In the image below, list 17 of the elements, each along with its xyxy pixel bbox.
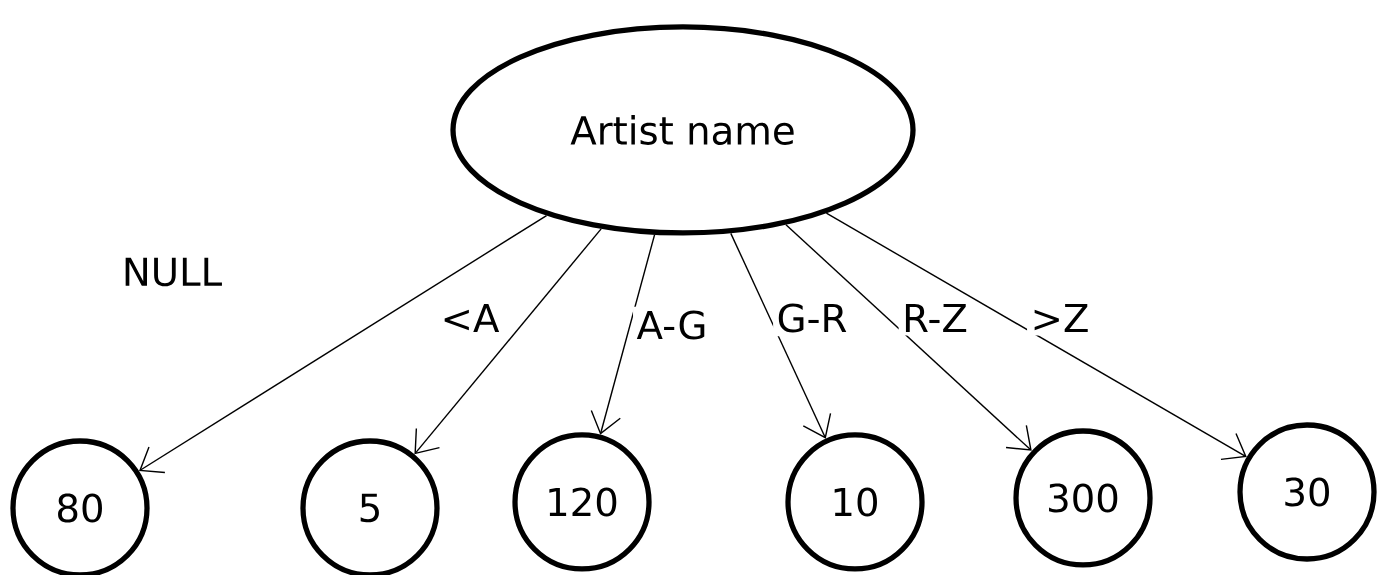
circle-node: 30 (1237, 422, 1377, 562)
edge-label: G-R (773, 299, 851, 337)
edge-label: NULL (118, 254, 226, 290)
arrow (730, 232, 832, 439)
arrow (785, 224, 1032, 451)
arrow (825, 212, 1247, 461)
edge-label: <A (437, 300, 503, 336)
arrow (139, 214, 548, 474)
arrow (590, 234, 656, 435)
circle-node: 300 (1013, 428, 1153, 568)
arrow (414, 228, 602, 455)
edge-label: R-Z (898, 300, 972, 336)
ellipse-node: Artist name (450, 24, 916, 236)
edge-label: >Z (1027, 300, 1093, 336)
circle-node: 10 (785, 432, 925, 572)
circle-node: 120 (512, 432, 652, 572)
edge-label: A-G (633, 306, 711, 344)
